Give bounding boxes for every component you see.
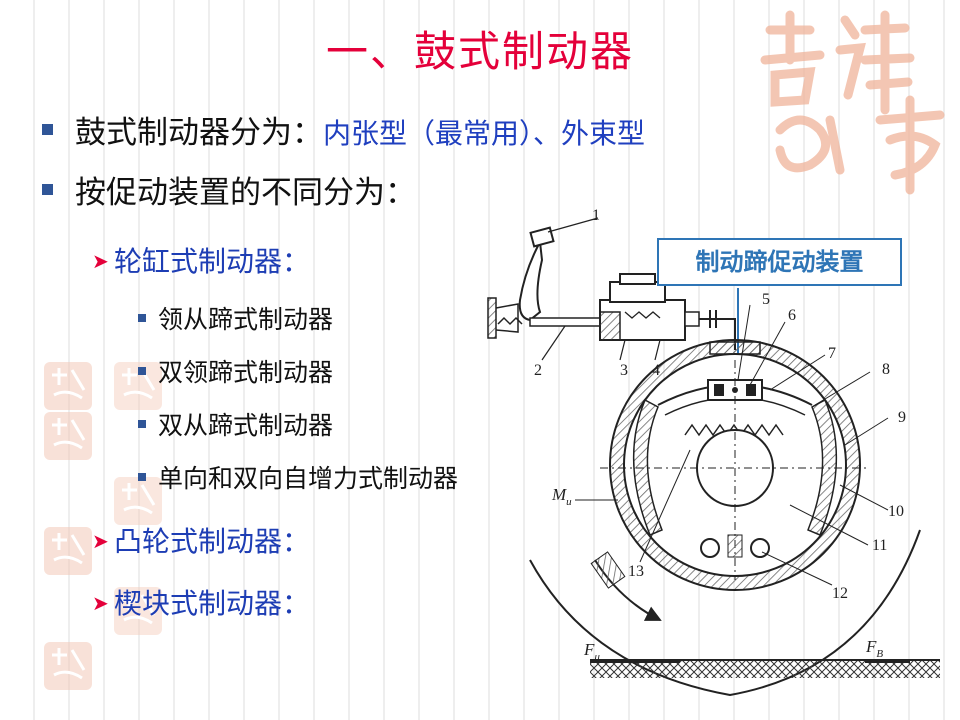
seal-logo-icon (44, 362, 92, 410)
list-item: 双从蹄式制动器 (138, 406, 333, 442)
bullet-square-icon (138, 473, 146, 481)
sub-item-wheel-cylinder: ➤轮缸式制动器： (92, 240, 310, 280)
anchor-pin-left (700, 538, 720, 558)
page-title: 一、鼓式制动器 (325, 27, 634, 76)
label-4: 4 (652, 362, 660, 379)
brake-shoe-right (807, 398, 838, 536)
list-item-label: 单向和双向自增力式制动器 (158, 464, 459, 493)
seal-logo-icon (114, 362, 162, 410)
label-10: 10 (888, 503, 904, 520)
label-3: 3 (620, 362, 628, 379)
bullet-highlight: 内张型（最常用）、外束型 (323, 117, 646, 150)
actuator-callout: 制动蹄促动装置 (657, 238, 902, 286)
label-8: 8 (882, 361, 890, 378)
tire-outline (529, 529, 921, 697)
seal-logo-icon (114, 477, 162, 525)
arrow-marker-icon: ➤ (92, 529, 109, 553)
label-12: 12 (832, 585, 848, 602)
ground-surface (590, 660, 940, 678)
arrow-marker-icon: ➤ (92, 591, 109, 615)
arrow-marker-icon: ➤ (92, 249, 109, 273)
bullet-drum-types: 鼓式制动器分为：内张型（最常用）、外束型 (42, 107, 645, 152)
bullet-text: 鼓式制动器分为： (75, 115, 323, 151)
label-1: 1 (592, 207, 600, 224)
label-2: 2 (534, 362, 542, 379)
list-item: 单向和双向自增力式制动器 (138, 459, 458, 495)
bullet-square-icon (138, 367, 146, 375)
sub-item-label: 凸轮式制动器： (114, 525, 311, 558)
list-item: 领从蹄式制动器 (138, 300, 333, 336)
brake-pedal (518, 238, 544, 322)
label-13: 13 (628, 563, 644, 580)
label-9: 9 (898, 409, 906, 426)
seal-logo-icon (44, 527, 92, 575)
bullet-text: 按促动装置的不同分为： (75, 175, 416, 211)
list-item-label: 领从蹄式制动器 (158, 305, 334, 334)
list-item: 双领蹄式制动器 (138, 353, 333, 389)
sub-item-label: 轮缸式制动器： (114, 245, 311, 278)
bullet-square-icon (42, 184, 53, 195)
brake-shoe-left (632, 398, 663, 536)
return-spring (684, 423, 784, 437)
sub-item-label: 楔块式制动器： (114, 587, 311, 620)
drum-brake-diagram: 1 2 3 4 5 6 7 8 9 10 11 12 13 Mu Fμ FB (487, 207, 940, 697)
label-7: 7 (828, 345, 836, 362)
bullet-actuation-types: 按促动装置的不同分为： (42, 167, 416, 212)
list-item-label: 双从蹄式制动器 (158, 411, 334, 440)
label-5: 5 (762, 291, 770, 308)
list-item-label: 双领蹄式制动器 (158, 358, 334, 387)
sub-item-cam: ➤凸轮式制动器： (92, 520, 310, 560)
sub-item-wedge: ➤楔块式制动器： (92, 582, 310, 622)
bullet-square-icon (138, 314, 146, 322)
force-left-label: Fμ (583, 640, 600, 663)
seal-logo-icon (44, 412, 92, 460)
force-right-label: FB (865, 637, 883, 660)
anchor-pin-right (750, 538, 770, 558)
seal-logo-icon (760, 10, 945, 195)
seal-logo-icon (114, 587, 162, 635)
label-11: 11 (872, 537, 887, 554)
moment-label: Mu (551, 485, 572, 508)
seal-logo-icon (44, 642, 92, 690)
bullet-square-icon (42, 124, 53, 135)
label-6: 6 (788, 307, 796, 324)
bullet-square-icon (138, 420, 146, 428)
